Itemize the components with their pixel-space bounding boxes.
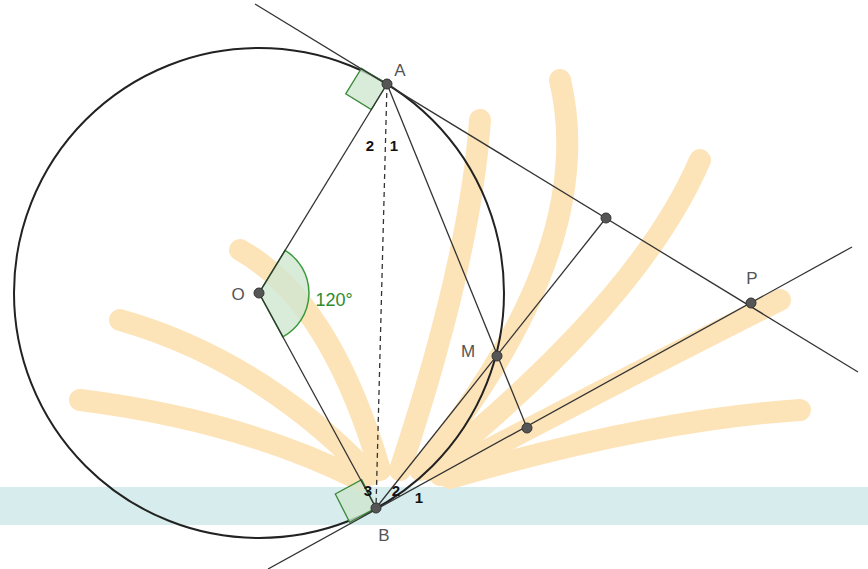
angle-value: 120° bbox=[315, 291, 352, 309]
angle-number: 2 bbox=[366, 138, 374, 153]
point-label: B bbox=[378, 527, 389, 544]
point-label: A bbox=[394, 62, 405, 79]
angle-number: 2 bbox=[392, 483, 400, 498]
point-label: P bbox=[746, 270, 757, 287]
right-angle-mark bbox=[335, 480, 376, 523]
lines bbox=[255, 4, 858, 569]
watermark bbox=[0, 80, 868, 525]
point-label: M bbox=[461, 343, 475, 360]
points bbox=[254, 79, 756, 513]
angle-number: 3 bbox=[364, 483, 372, 498]
angle-arc bbox=[259, 250, 309, 337]
angle-number: 1 bbox=[390, 138, 398, 153]
angle-number: 1 bbox=[415, 490, 423, 505]
circle bbox=[14, 48, 504, 538]
right-angle-mark bbox=[346, 68, 387, 109]
point-label: O bbox=[231, 286, 244, 303]
